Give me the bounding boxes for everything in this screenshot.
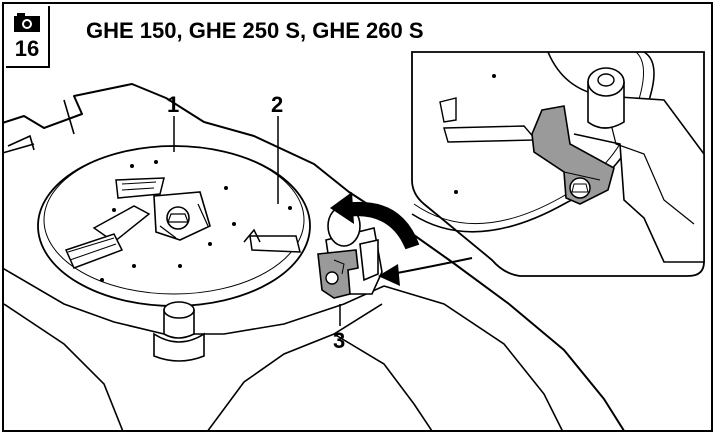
figure-number: 16 <box>14 36 40 61</box>
callout-1: 1 <box>167 92 179 117</box>
detail-inset <box>411 51 705 277</box>
illustration: 1 2 3 <box>4 51 705 430</box>
figure-badge: 16 <box>6 6 50 68</box>
knob <box>153 301 205 362</box>
callout-2: 2 <box>271 92 283 117</box>
cutting-disc <box>37 145 311 307</box>
pointer-arrow <box>378 257 473 286</box>
rotation-arrow <box>330 192 420 250</box>
figure-frame: 1 2 3 16 GHE 150, GHE 250 S, GHE 260 S <box>2 2 713 432</box>
callout-3: 3 <box>333 328 345 353</box>
page-title: GHE 150, GHE 250 S, GHE 260 S <box>86 18 424 43</box>
bracket-main <box>317 249 359 299</box>
camera-icon <box>14 13 40 32</box>
leader-lines <box>173 116 341 326</box>
